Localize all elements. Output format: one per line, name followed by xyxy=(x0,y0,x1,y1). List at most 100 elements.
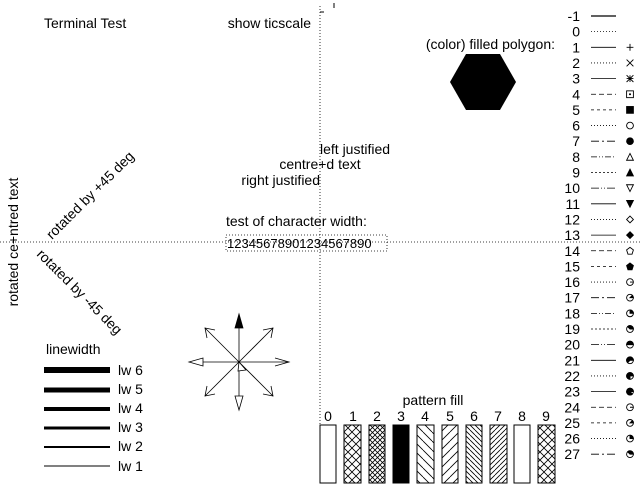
linetype-label: 11 xyxy=(565,196,580,212)
point-symbol xyxy=(626,340,634,349)
point-symbol xyxy=(626,137,634,146)
point-symbol xyxy=(626,43,634,51)
linewidth-lines xyxy=(44,367,110,467)
linetype-label: 6 xyxy=(572,118,580,134)
point-symbol xyxy=(626,309,634,318)
point-symbol xyxy=(626,74,634,83)
linetype-label: 18 xyxy=(564,305,580,321)
pattern-label-8: 8 xyxy=(518,408,526,424)
centred-text: centre+d text xyxy=(279,156,360,172)
pattern-label-6: 6 xyxy=(470,408,478,424)
point-symbol xyxy=(626,293,634,302)
point-symbol xyxy=(626,246,634,255)
linetype-key: -101234567891011121314151617181920212223… xyxy=(564,8,635,462)
linetype-label: 15 xyxy=(564,258,580,274)
pattern-box-4 xyxy=(416,424,435,484)
char-width-box xyxy=(225,234,388,252)
page-title: Terminal Test xyxy=(44,15,126,31)
point-symbol xyxy=(626,90,634,99)
pattern-box-3 xyxy=(392,424,410,484)
pattern-label-2: 2 xyxy=(373,408,381,424)
linetype-label: 25 xyxy=(564,415,580,431)
point-symbol xyxy=(626,121,634,130)
linetype-label: 4 xyxy=(572,86,580,102)
pattern-label-4: 4 xyxy=(421,408,429,424)
point-symbol xyxy=(626,325,634,333)
rotated-minus45-text: rotated by -45 deg xyxy=(34,246,126,338)
pattern-box-8 xyxy=(513,424,531,484)
linetype-label: 22 xyxy=(564,368,580,384)
point-symbol xyxy=(626,434,634,443)
point-symbol xyxy=(626,356,634,365)
point-symbol xyxy=(626,419,634,427)
linetype-label: 23 xyxy=(564,384,580,400)
pattern-box-7 xyxy=(489,424,508,484)
ticscale-label: show ticscale xyxy=(228,15,311,31)
point-symbol xyxy=(626,372,634,380)
linetype-label: 16 xyxy=(564,274,580,290)
lw-label-5: lw 5 xyxy=(118,381,143,397)
linetype-label: 20 xyxy=(564,337,580,353)
point-symbol xyxy=(625,199,635,209)
pattern-label-9: 9 xyxy=(542,408,550,424)
pattern-box-1 xyxy=(343,424,362,484)
lw-label-6: lw 6 xyxy=(118,362,143,378)
pattern-label-5: 5 xyxy=(446,408,454,424)
linetype-label: 12 xyxy=(564,211,580,227)
linetype-label: 14 xyxy=(564,243,580,259)
pattern-label-7: 7 xyxy=(494,408,502,424)
linetype-label: 19 xyxy=(564,321,580,337)
linetype-label: 1 xyxy=(572,39,580,55)
point-symbol xyxy=(626,106,634,114)
pattern-label-0: 0 xyxy=(324,408,332,424)
linetype-label: 7 xyxy=(572,133,580,149)
point-symbol xyxy=(626,262,634,271)
lw-label-2: lw 2 xyxy=(118,438,143,454)
right-justified-text: right justified xyxy=(241,172,320,188)
point-symbol xyxy=(625,184,635,193)
pattern-boxes xyxy=(319,424,556,484)
pattern-box-6 xyxy=(465,424,483,484)
pattern-fill-title: pattern fill xyxy=(403,392,464,408)
lw-label-1: lw 1 xyxy=(118,458,143,474)
point-symbol xyxy=(626,59,634,67)
linetype-label: 10 xyxy=(564,180,580,196)
linetype-label: 24 xyxy=(564,399,580,415)
linetype-label: 13 xyxy=(564,227,580,243)
point-symbol xyxy=(626,450,634,459)
lw-label-3: lw 3 xyxy=(118,419,143,435)
linetype-label: 9 xyxy=(572,165,580,181)
pattern-box-5 xyxy=(441,424,459,484)
point-symbol xyxy=(625,168,635,177)
lw-label-4: lw 4 xyxy=(118,400,143,416)
linetype-label: 17 xyxy=(564,290,580,306)
point-symbol xyxy=(626,278,634,286)
point-symbol xyxy=(625,231,635,240)
pattern-label-1: 1 xyxy=(349,408,357,424)
char-width-sample: 12345678901234567890 xyxy=(227,236,372,251)
linetype-label: 5 xyxy=(572,102,580,118)
rotated-plus45-text: rotated by +45 deg xyxy=(43,148,137,242)
linetype-label: 21 xyxy=(564,352,580,368)
pattern-box-2 xyxy=(368,424,386,484)
point-symbol xyxy=(626,403,634,412)
linewidth-labels: lw 6 lw 5 lw 4 lw 3 lw 2 lw 1 xyxy=(118,362,143,474)
polygon-label: (color) filled polygon: xyxy=(426,36,555,52)
linewidth-title: linewidth xyxy=(46,341,100,357)
pattern-box-9 xyxy=(537,424,556,484)
linetype-label: 3 xyxy=(572,71,580,87)
filled-hexagon xyxy=(450,54,516,110)
char-width-label: test of character width: xyxy=(226,213,367,229)
linetype-label: -1 xyxy=(568,8,581,24)
linetype-label: 0 xyxy=(572,24,580,40)
pattern-labels: 0 1 2 3 4 5 6 7 8 9 xyxy=(324,408,550,424)
rotated-centred-text: rotated ce+ntred text xyxy=(5,177,21,306)
linetype-label: 2 xyxy=(572,55,580,71)
linetype-label: 26 xyxy=(564,431,580,447)
point-symbol xyxy=(625,215,635,224)
arrows-group xyxy=(187,312,291,412)
pattern-box-0 xyxy=(319,424,337,484)
point-symbol xyxy=(625,152,635,161)
linetype-label: 27 xyxy=(564,446,580,462)
